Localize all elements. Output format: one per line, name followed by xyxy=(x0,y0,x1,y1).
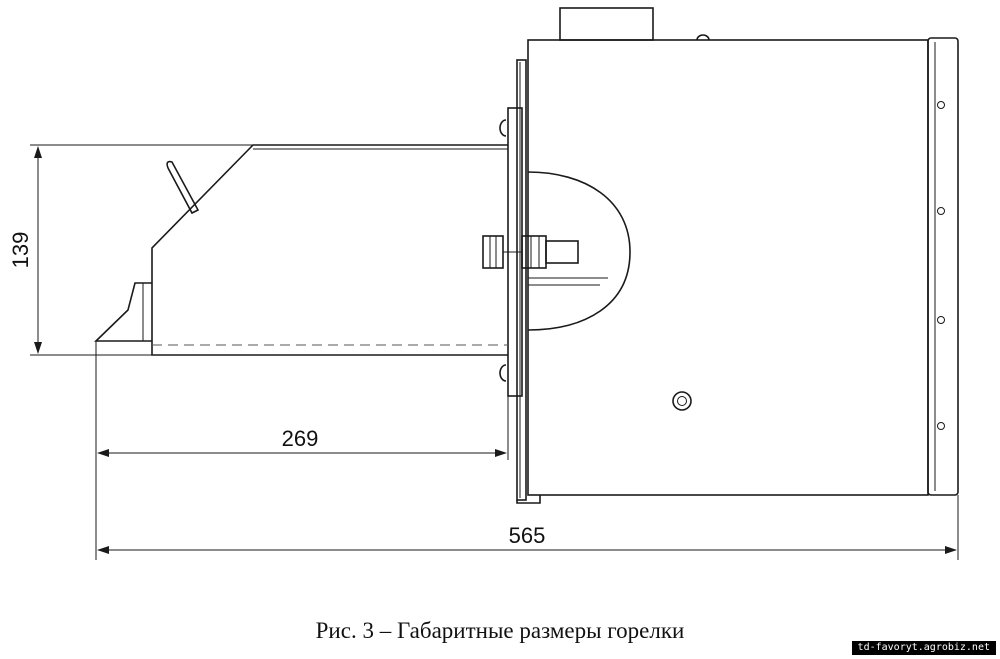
dimension-front-length-label: 269 xyxy=(282,426,319,451)
dimension-total-length: 565 xyxy=(97,523,957,554)
dimension-front-length: 269 xyxy=(97,426,507,457)
site-watermark: td-favoryt.agrobiz.net xyxy=(851,641,996,655)
burner-tube xyxy=(94,144,508,356)
dimension-height: 139 xyxy=(8,146,42,354)
mounting-flange xyxy=(499,59,541,504)
figure-caption: Рис. 3 – Габаритные размеры горелки xyxy=(315,618,685,643)
burner-housing xyxy=(527,7,959,496)
dimension-total-length-label: 565 xyxy=(509,523,546,548)
extension-lines xyxy=(30,144,959,560)
burner-drawing: 139 269 565 xyxy=(8,7,959,560)
clamping-bolt xyxy=(482,235,579,269)
dimension-height-label: 139 xyxy=(8,232,33,269)
flange-cutout xyxy=(527,171,631,331)
